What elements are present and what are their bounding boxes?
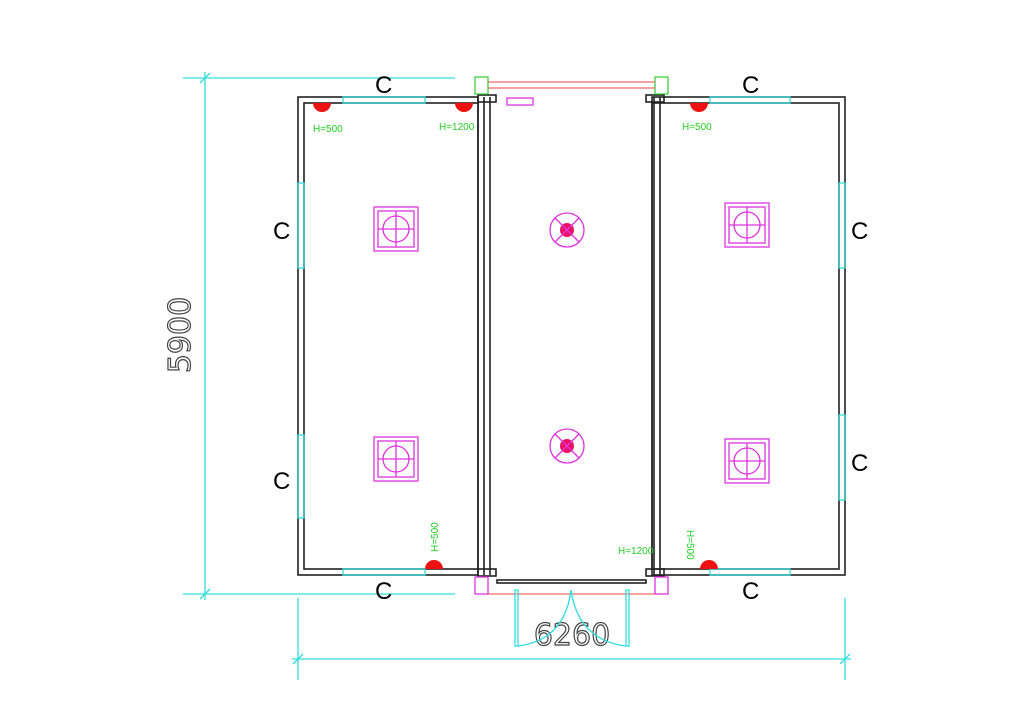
window-label: C bbox=[742, 72, 759, 99]
outlet-label: H=1200 bbox=[439, 122, 475, 133]
outlet-label: H=500 bbox=[430, 522, 441, 552]
ceiling-light-icon bbox=[549, 428, 585, 464]
height-dimension: 5900 bbox=[163, 297, 198, 373]
outlet-icon bbox=[455, 103, 473, 112]
outlet-icon bbox=[425, 560, 443, 569]
outlets bbox=[313, 103, 718, 569]
ceiling-fan-icon bbox=[724, 438, 770, 484]
outlet-icon bbox=[313, 103, 331, 112]
window-label: C bbox=[851, 218, 868, 245]
window-labels: C C C C C C C C bbox=[273, 72, 868, 605]
ceiling-fan-icon bbox=[724, 202, 770, 248]
walls bbox=[297, 94, 846, 584]
entrance-door bbox=[514, 589, 630, 647]
outlet-icon bbox=[700, 560, 718, 569]
ceiling-light-icon bbox=[549, 212, 585, 248]
corridor-frames bbox=[474, 76, 669, 595]
window-label: C bbox=[273, 468, 290, 495]
width-dimension: 6260 bbox=[534, 618, 610, 653]
window-label: C bbox=[375, 578, 392, 605]
window-label: C bbox=[851, 450, 868, 477]
outlet-icon bbox=[690, 103, 708, 112]
window-label: C bbox=[375, 72, 392, 99]
windows bbox=[297, 96, 846, 576]
outlet-label: H=500 bbox=[684, 530, 695, 560]
outlet-label: H=500 bbox=[682, 122, 712, 133]
outlet-label: H=1200 bbox=[618, 546, 654, 557]
ceiling-fixtures bbox=[373, 202, 770, 484]
window-label: C bbox=[742, 578, 759, 605]
window-label: C bbox=[273, 218, 290, 245]
outlet-label: H=500 bbox=[313, 124, 343, 135]
ceiling-fan-icon bbox=[373, 206, 419, 252]
dimension-lines bbox=[183, 72, 851, 680]
ceiling-fan-icon bbox=[373, 436, 419, 482]
